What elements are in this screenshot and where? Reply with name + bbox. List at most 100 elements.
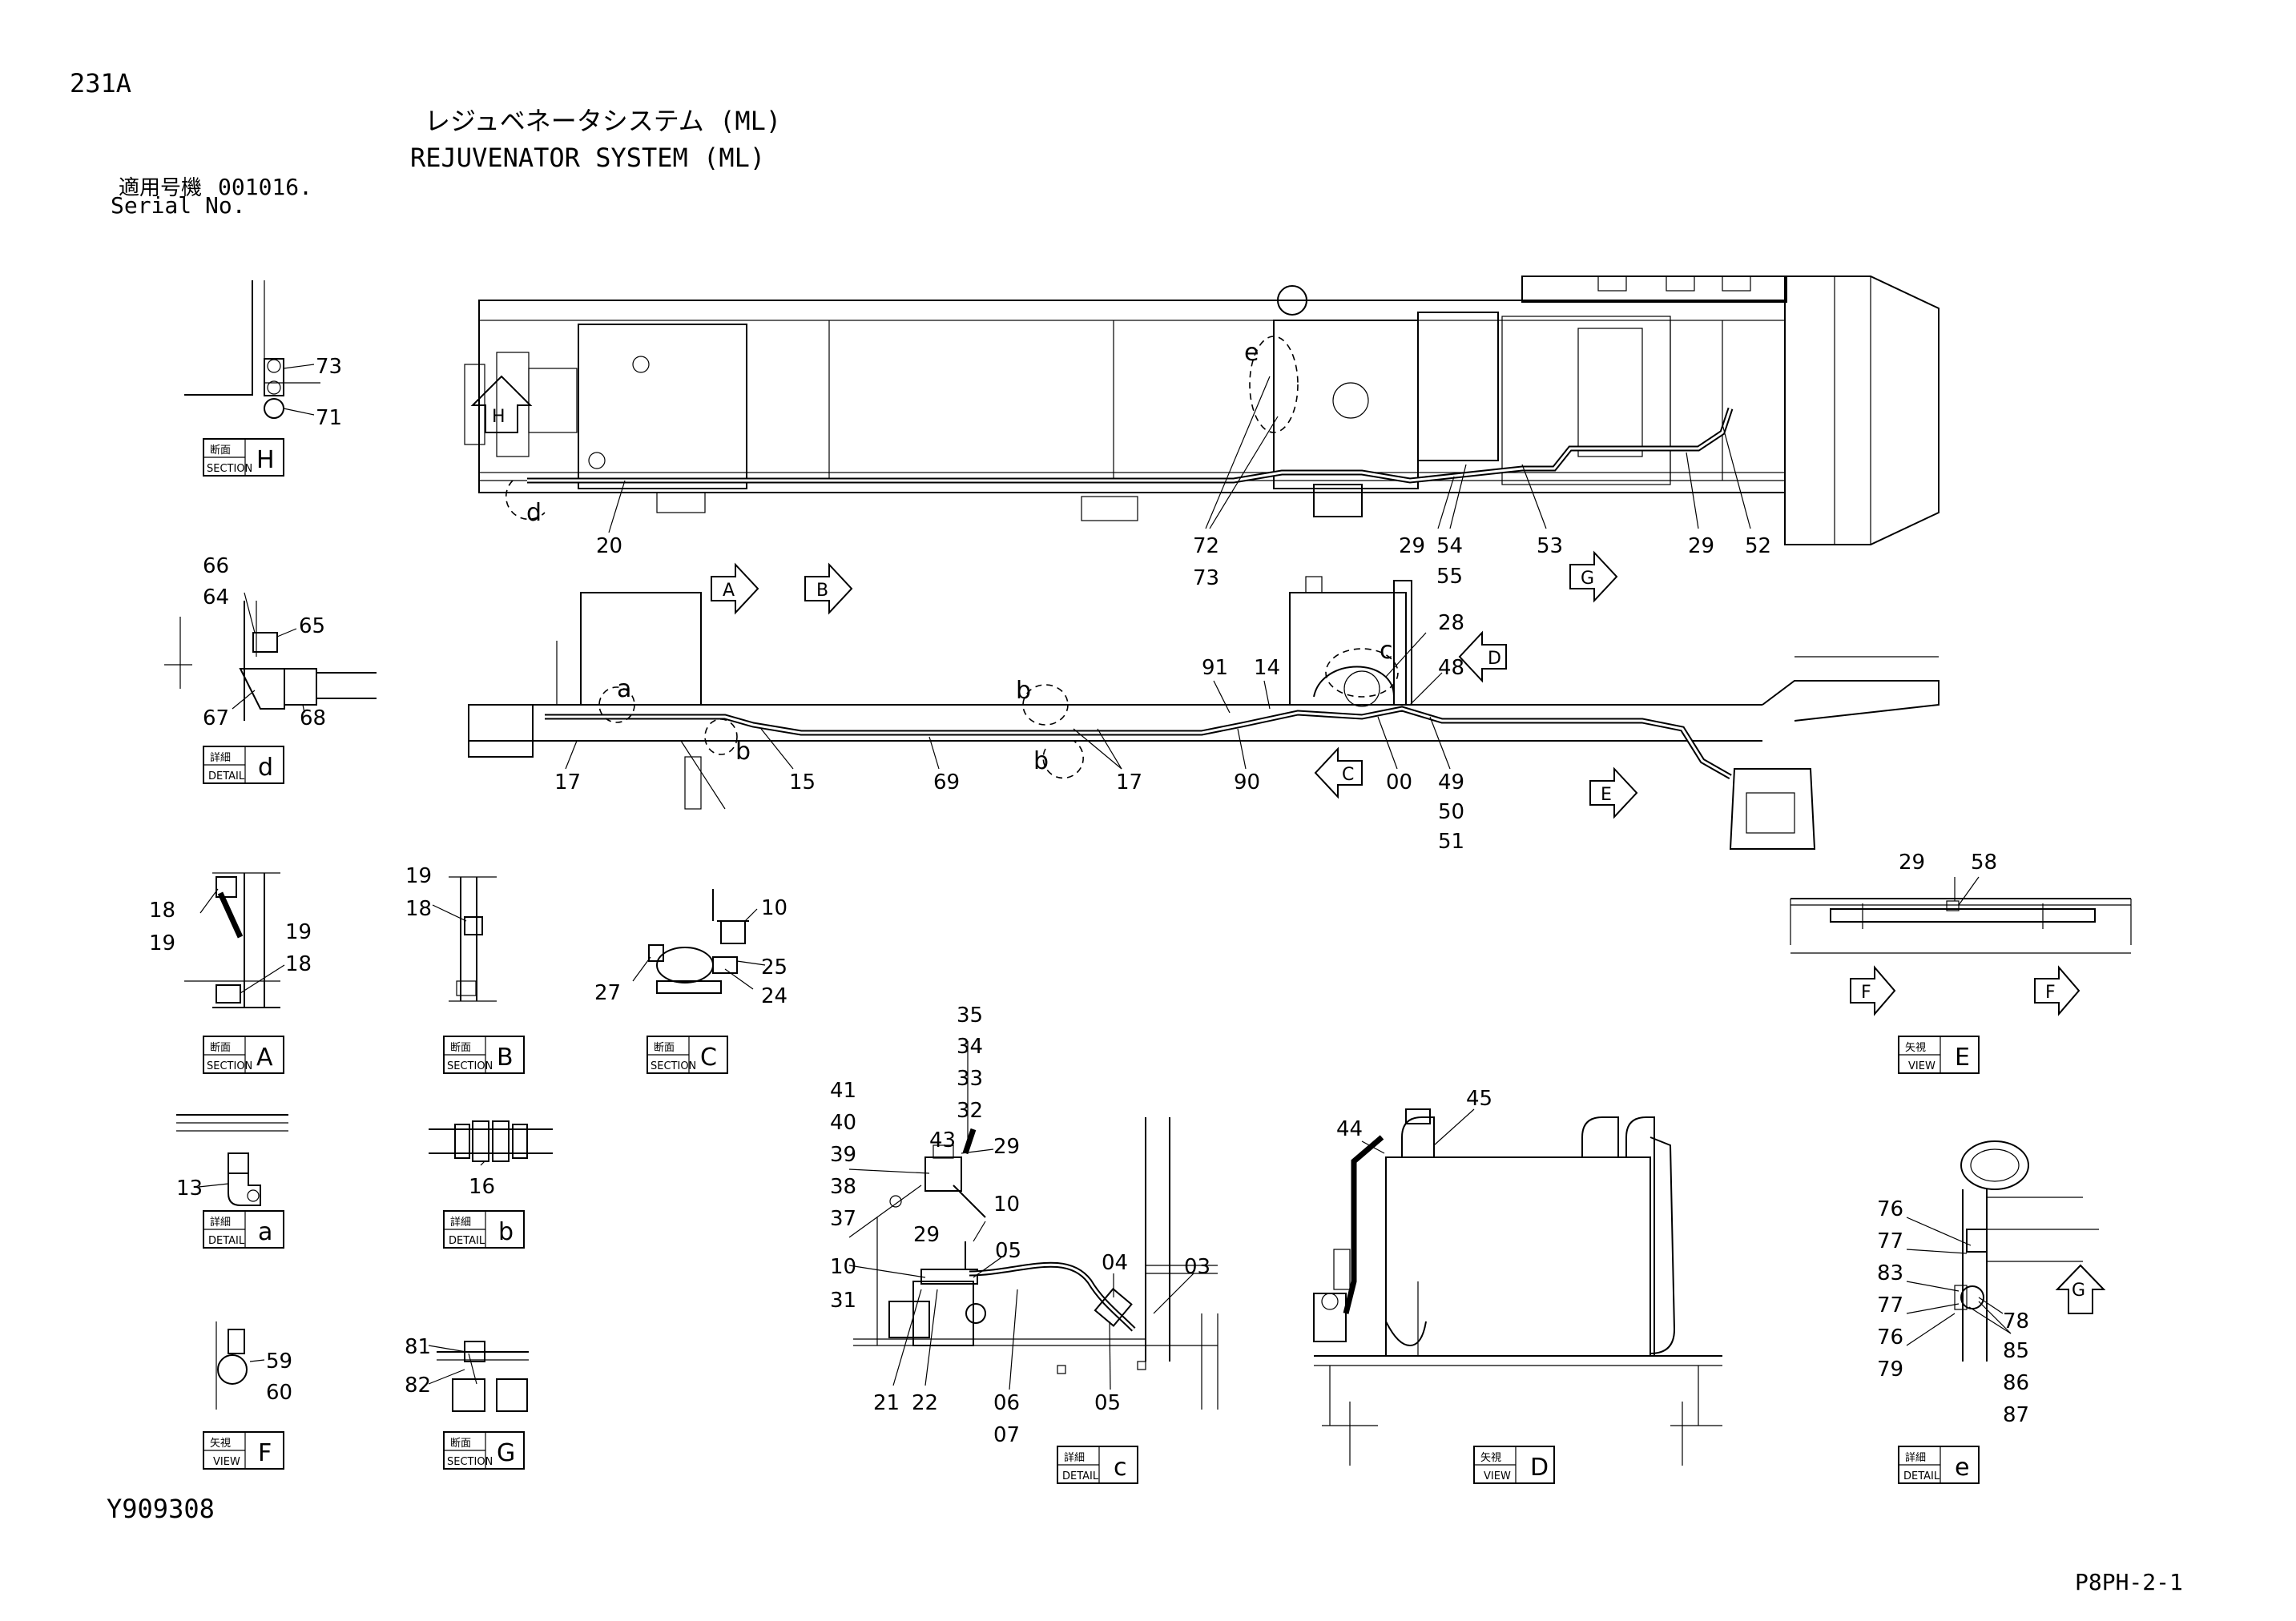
panel-detail-c: 35 34 33 32 41 40 39 38 37 43 29 10 29 1… bbox=[830, 1004, 1218, 1484]
c-part-35: 35 bbox=[957, 1004, 983, 1028]
detail-b-letter: b bbox=[498, 1218, 514, 1246]
section-h-jp: 断面 bbox=[210, 444, 231, 457]
h-part-73: 73 bbox=[316, 355, 342, 379]
d-part-64: 64 bbox=[203, 585, 229, 609]
detail-d-jp: 詳細 bbox=[210, 751, 231, 764]
page-reference: P8PH-2-1 bbox=[2075, 1569, 2183, 1595]
e-view-part-58: 58 bbox=[1971, 851, 1997, 875]
detail-c-en: DETAIL bbox=[1062, 1470, 1099, 1482]
c-part-05-upper: 05 bbox=[995, 1239, 1021, 1263]
detail-e-letter: e bbox=[1955, 1454, 1969, 1482]
detail-e-jp: 詳細 bbox=[1905, 1451, 1926, 1464]
part-no-73: 73 bbox=[1193, 566, 1219, 590]
e-detail-part-76-upper: 76 bbox=[1877, 1197, 1903, 1221]
panel-view-d: 44 45 矢視 VIEW D bbox=[1313, 1087, 1722, 1484]
e-view-part-29: 29 bbox=[1899, 851, 1925, 875]
section-h-letter: H bbox=[256, 446, 275, 474]
c-part-37: 37 bbox=[830, 1207, 856, 1231]
view-arrow-b-label: B bbox=[816, 581, 828, 601]
part-no-55: 55 bbox=[1436, 565, 1463, 589]
title-japanese: レジュベネータシステム (ML) bbox=[425, 106, 781, 136]
view-arrow-c-label: C bbox=[1342, 765, 1354, 785]
section-g-letter: G bbox=[497, 1439, 515, 1467]
e-detail-part-79: 79 bbox=[1877, 1358, 1903, 1382]
c-part-07: 07 bbox=[993, 1423, 1020, 1447]
part-no-53: 53 bbox=[1537, 534, 1563, 558]
c-part-03: 03 bbox=[1184, 1255, 1210, 1279]
part-no-29-top-b: 29 bbox=[1688, 534, 1714, 558]
detail-a-jp: 詳細 bbox=[210, 1216, 231, 1229]
c-part-10: 10 bbox=[761, 896, 787, 920]
panel-detail-a: 13 詳細 DETAIL a bbox=[176, 1114, 288, 1249]
view-f-jp: 矢視 bbox=[210, 1438, 231, 1450]
c-part-27: 27 bbox=[594, 981, 621, 1005]
c-part-39: 39 bbox=[830, 1143, 856, 1167]
panel-detail-e: 76 77 83 77 76 79 78 85 86 87 G 詳細 DETAI… bbox=[1877, 1140, 2106, 1484]
detail-callout-b-main-2: b bbox=[1016, 677, 1031, 705]
detail-c-jp: 詳細 bbox=[1064, 1451, 1085, 1464]
panel-detail-d: 66 64 65 67 68 詳細 DETAIL d bbox=[164, 554, 377, 784]
part-no-54: 54 bbox=[1436, 534, 1463, 558]
c-part-34: 34 bbox=[957, 1035, 983, 1059]
part-no-28: 28 bbox=[1438, 611, 1464, 635]
panel-section-c: 10 25 27 24 断面 SECTION C bbox=[594, 889, 787, 1074]
main-side-view: a b b b c 17 15 69 17 90 91 14 28 48 00 … bbox=[468, 576, 1940, 854]
detail-c-letter: c bbox=[1114, 1454, 1127, 1482]
view-e-arrow-f-left: F bbox=[1861, 983, 1871, 1003]
section-b-en: SECTION bbox=[447, 1060, 493, 1072]
panel-section-h: 73 71 断面 SECTION H bbox=[184, 280, 342, 477]
b-part-18: 18 bbox=[405, 897, 432, 921]
view-arrows-a-b: A B bbox=[711, 562, 853, 615]
e-detail-part-77-lower: 77 bbox=[1877, 1293, 1903, 1317]
g-part-81: 81 bbox=[405, 1335, 431, 1359]
section-c-letter: C bbox=[700, 1044, 717, 1072]
d-part-68: 68 bbox=[300, 706, 326, 730]
part-no-14: 14 bbox=[1254, 656, 1280, 680]
c-part-29-upper: 29 bbox=[993, 1135, 1020, 1159]
e-detail-part-76-lower: 76 bbox=[1877, 1325, 1903, 1349]
section-c-en: SECTION bbox=[651, 1060, 696, 1072]
part-no-52: 52 bbox=[1745, 534, 1771, 558]
view-e-arrow-f-right: F bbox=[2045, 983, 2056, 1003]
part-no-69: 69 bbox=[933, 770, 960, 794]
section-c-jp: 断面 bbox=[654, 1042, 675, 1054]
view-arrow-e-label: E bbox=[1601, 785, 1612, 805]
part-no-15: 15 bbox=[789, 770, 816, 794]
drawing-number: Y909308 bbox=[107, 1494, 215, 1524]
b-part-19: 19 bbox=[405, 864, 432, 888]
panel-detail-b: 16 詳細 DETAIL b bbox=[429, 1120, 553, 1249]
e-detail-part-86: 86 bbox=[2003, 1371, 2029, 1395]
panel-section-a: 18 19 19 18 断面 SECTION A bbox=[149, 872, 312, 1074]
part-no-29-top-a: 29 bbox=[1399, 534, 1425, 558]
d-part-66: 66 bbox=[203, 554, 229, 578]
detail-callout-c-main: c bbox=[1380, 637, 1393, 665]
section-a-en: SECTION bbox=[207, 1060, 252, 1072]
section-b-jp: 断面 bbox=[450, 1042, 471, 1054]
detail-callout-b-main-3: b bbox=[1033, 747, 1049, 775]
part-no-17-side-a: 17 bbox=[554, 770, 581, 794]
c-part-41: 41 bbox=[830, 1079, 856, 1103]
a-part-18-right: 18 bbox=[285, 952, 312, 976]
g-part-82: 82 bbox=[405, 1374, 431, 1398]
detail-e-arrow-g: G bbox=[2072, 1281, 2085, 1301]
section-a-jp: 断面 bbox=[210, 1042, 231, 1054]
c-part-04: 04 bbox=[1102, 1251, 1128, 1275]
e-detail-part-85: 85 bbox=[2003, 1339, 2029, 1363]
section-g-jp: 断面 bbox=[450, 1438, 471, 1450]
view-e-letter: E bbox=[1955, 1044, 1970, 1072]
part-no-72: 72 bbox=[1193, 534, 1219, 558]
view-arrow-d-label: D bbox=[1488, 649, 1501, 669]
part-no-17-side-b: 17 bbox=[1116, 770, 1142, 794]
d-view-part-45: 45 bbox=[1466, 1087, 1492, 1111]
part-no-20: 20 bbox=[596, 534, 622, 558]
d-part-65: 65 bbox=[299, 614, 325, 638]
f-part-59: 59 bbox=[266, 1349, 292, 1374]
h-part-71: 71 bbox=[316, 406, 342, 430]
detail-b-en: DETAIL bbox=[449, 1235, 485, 1247]
b-detail-part-16: 16 bbox=[469, 1175, 495, 1199]
panel-section-b: 19 18 断面 SECTION B bbox=[405, 864, 525, 1074]
e-detail-part-77-upper: 77 bbox=[1877, 1229, 1903, 1253]
serial-value: 001016. bbox=[218, 174, 312, 200]
title-english: REJUVENATOR SYSTEM (ML) bbox=[410, 143, 765, 173]
a-detail-part-13: 13 bbox=[176, 1177, 203, 1201]
